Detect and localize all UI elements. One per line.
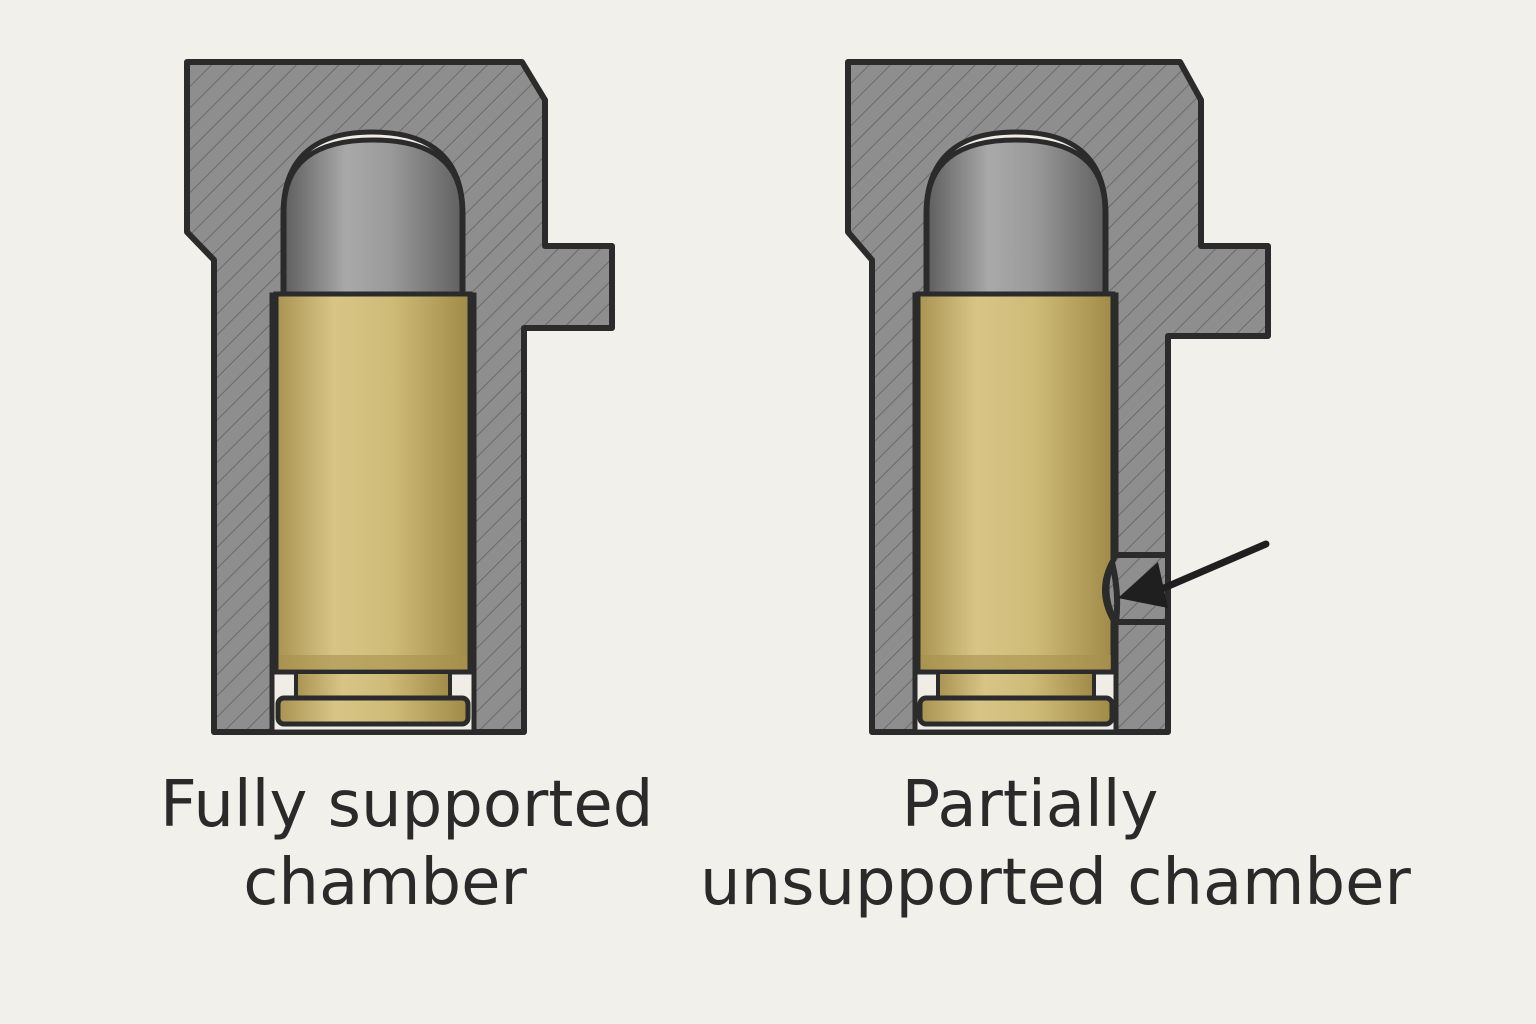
right-caption-line1: Partially	[901, 768, 1159, 842]
right-case-band	[921, 655, 1111, 669]
left-caption-line2: chamber	[243, 846, 527, 920]
left-case-band	[279, 655, 467, 669]
left-cartridge-case	[273, 291, 473, 675]
right-bullet	[924, 137, 1108, 299]
left-case-extractor-groove	[294, 670, 452, 700]
left-caption: Fully supported chamber	[160, 766, 654, 922]
left-bullet	[281, 137, 465, 299]
right-chamber-panel	[845, 59, 1271, 735]
right-caption: Partially unsupported chamber	[700, 766, 1411, 922]
arrow-icon	[1118, 540, 1270, 608]
left-chamber-panel	[184, 59, 615, 735]
right-caption-line2: unsupported chamber	[700, 846, 1411, 920]
left-case-rim	[275, 695, 471, 727]
left-caption-line1: Fully supported	[160, 768, 654, 842]
right-case-extractor-groove	[936, 670, 1096, 700]
right-case-rim	[917, 695, 1115, 727]
right-cartridge-case-bulged	[915, 291, 1116, 675]
